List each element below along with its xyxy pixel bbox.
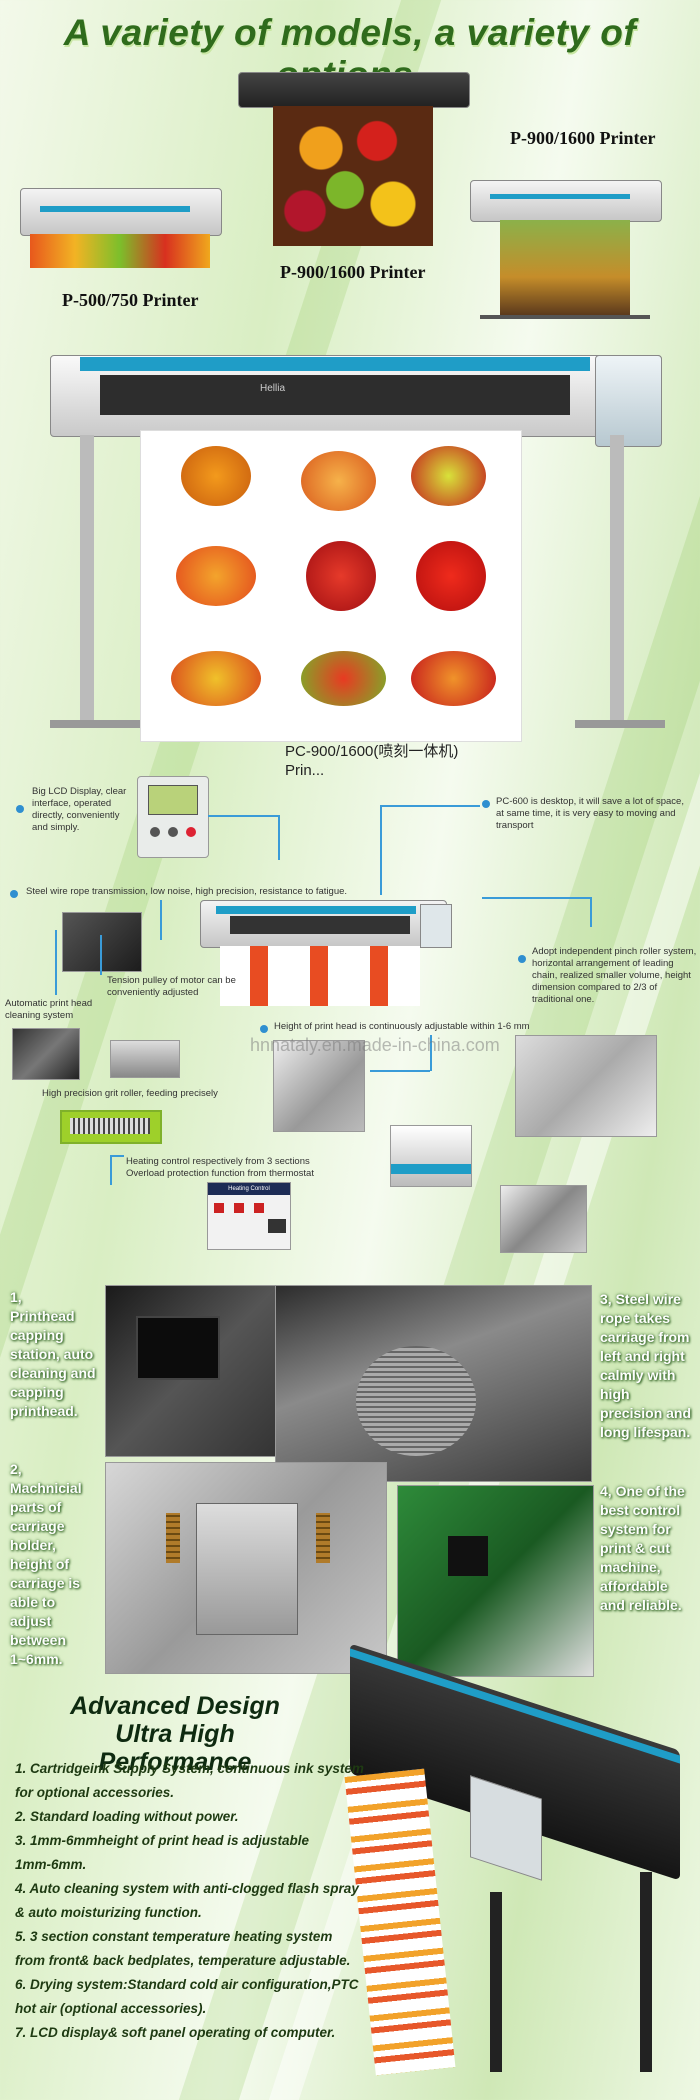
carriage-holder-photo — [105, 1462, 387, 1674]
note-lcd: Big LCD Display, clear interface, operat… — [32, 786, 127, 833]
heating-panel-label: Heating Control — [208, 1183, 290, 1195]
feature-line: 3. 1mm-6mmheight of print head is adjust… — [15, 1833, 310, 1848]
bullet-dot — [10, 890, 18, 898]
caption-3: 3, Steel wire rope takes carriage from l… — [600, 1291, 692, 1440]
bullet-dot — [260, 1025, 268, 1033]
feature-line: & auto moisturizing function. — [15, 1905, 202, 1920]
printer-p900-center-image — [238, 72, 470, 252]
printer-pc600-image — [200, 900, 465, 1010]
advanced-subtitle: Ultra High Performance — [98, 1720, 252, 1776]
label-p900-right: P-900/1600 Printer — [510, 128, 656, 148]
caption-4: 4, One of the best control system for pr… — [600, 1483, 685, 1613]
printer-brand-label: Hellia — [260, 383, 286, 394]
note-steel-wire: Steel wire rope transmission, low noise,… — [26, 886, 348, 897]
bullet-dot — [16, 805, 24, 813]
feature-line: 6. Drying system:Standard cold air confi… — [15, 1977, 359, 1992]
grit-roller-photo — [60, 1110, 162, 1144]
note-pinch-roller: Adopt independent pinch roller system, h… — [532, 946, 697, 1005]
feature-line: 1mm-6mm. — [15, 1857, 87, 1872]
note-print-head: Height of print head is continuously adj… — [274, 1021, 530, 1032]
tension-pulley-photo — [110, 1040, 180, 1078]
bullet-dot — [482, 800, 490, 808]
feature-line: 7. LCD display& soft panel operating of … — [15, 2025, 336, 2040]
note-auto-clean: Automatic print head cleaning system — [5, 998, 93, 1021]
printer-pc900-image: Hellia — [40, 345, 670, 745]
feature-line: hot air (optional accessories). — [15, 2001, 207, 2016]
cleaning-system-photo — [12, 1028, 80, 1080]
label-pc900-sub: Prin... — [285, 762, 325, 779]
note-heating: Heating control respectively from 3 sect… — [126, 1156, 314, 1179]
feature-line: 2. Standard loading without power. — [15, 1809, 239, 1824]
caption-2: 2, Machnicial parts of carriage holder, … — [10, 1461, 82, 1667]
note-grit-roller: High precision grit roller, feeding prec… — [42, 1088, 218, 1099]
steel-wire-photo — [275, 1285, 592, 1482]
auto-clean-photo — [62, 912, 142, 972]
fruit-print-sheet — [140, 430, 522, 742]
advanced-title: Advanced Design — [70, 1692, 280, 1720]
print-head-photo — [273, 1040, 365, 1132]
label-pc900: PC-900/1600(喷刻一体机) — [285, 743, 459, 760]
watermark: hnnataly.en.made-in-china.com — [250, 1035, 500, 1055]
feature-line: 1. Cartridgeink Supply System, continuou… — [15, 1761, 364, 1776]
label-p500: P-500/750 Printer — [62, 290, 199, 310]
cutter-head-photo — [500, 1185, 587, 1253]
feature-line: for optional accessories. — [15, 1785, 175, 1800]
lcd-panel-image — [137, 776, 209, 858]
printer-advanced-image — [340, 1643, 695, 2092]
bullet-dot — [518, 955, 526, 963]
heating-control-panel: Heating Control — [207, 1182, 291, 1250]
note-tension: Tension pulley of motor can be convenien… — [107, 975, 236, 998]
printer-p500-image — [20, 178, 230, 278]
platen-photo — [390, 1125, 472, 1187]
pinch-roller-photo — [515, 1035, 657, 1137]
label-p900-center: P-900/1600 Printer — [280, 262, 426, 282]
feature-line: 4. Auto cleaning system with anti-clogge… — [15, 1881, 359, 1896]
feature-line: from front& back bedplates, temperature … — [15, 1953, 351, 1968]
printer-p900-right-image — [470, 180, 662, 330]
caption-1: 1, Printhead capping station, auto clean… — [10, 1289, 96, 1419]
advanced-feature-list: 1. Cartridgeink Supply System, continuou… — [15, 1757, 385, 2045]
feature-line: 5. 3 section constant temperature heatin… — [15, 1929, 333, 1944]
note-desktop: PC-600 is desktop, it will save a lot of… — [496, 796, 684, 831]
control-board-photo — [397, 1485, 594, 1677]
